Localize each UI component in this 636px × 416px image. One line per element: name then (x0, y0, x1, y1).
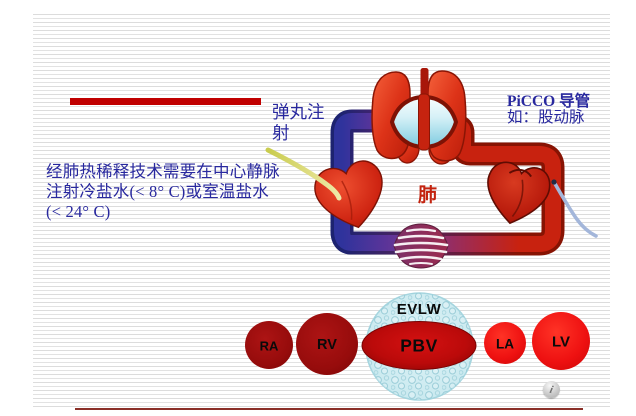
rv-label: RV (317, 337, 337, 353)
lung-label: 肺 (418, 185, 438, 206)
pulmonary-lens (389, 93, 459, 151)
pbv-ellipse (361, 321, 477, 370)
ra-label: RA (259, 338, 279, 354)
lv-label: LV (551, 333, 571, 351)
right-heart (314, 160, 383, 229)
picco-catheter-label: PiCCO 导管 如：股动脉 (507, 94, 607, 126)
lv-circle (532, 312, 590, 370)
evlw-label: EVLW (396, 301, 442, 318)
capillary-mesh (393, 223, 449, 269)
bolus-injection-label: 弹丸注射 (272, 102, 325, 143)
footer-divider-line (75, 408, 583, 410)
injection-note: 经肺热稀释技术需要在中心静脉 注射冷盐水(< 8° C)或室温盐水 (< 24°… (46, 162, 280, 221)
rv-circle (296, 313, 358, 375)
title-accent-bar (70, 98, 261, 105)
injection-catheter (265, 147, 342, 201)
la-circle (484, 322, 526, 364)
picco-catheter-title: PiCCO 导管 (507, 93, 591, 110)
pbv-label: PBV (400, 335, 438, 356)
picco-catheter (551, 179, 598, 238)
left-heart (487, 161, 551, 225)
ra-circle (245, 321, 293, 369)
la-label: LA (496, 336, 514, 352)
picco-catheter-subtitle: 如：股动脉 (507, 109, 585, 126)
